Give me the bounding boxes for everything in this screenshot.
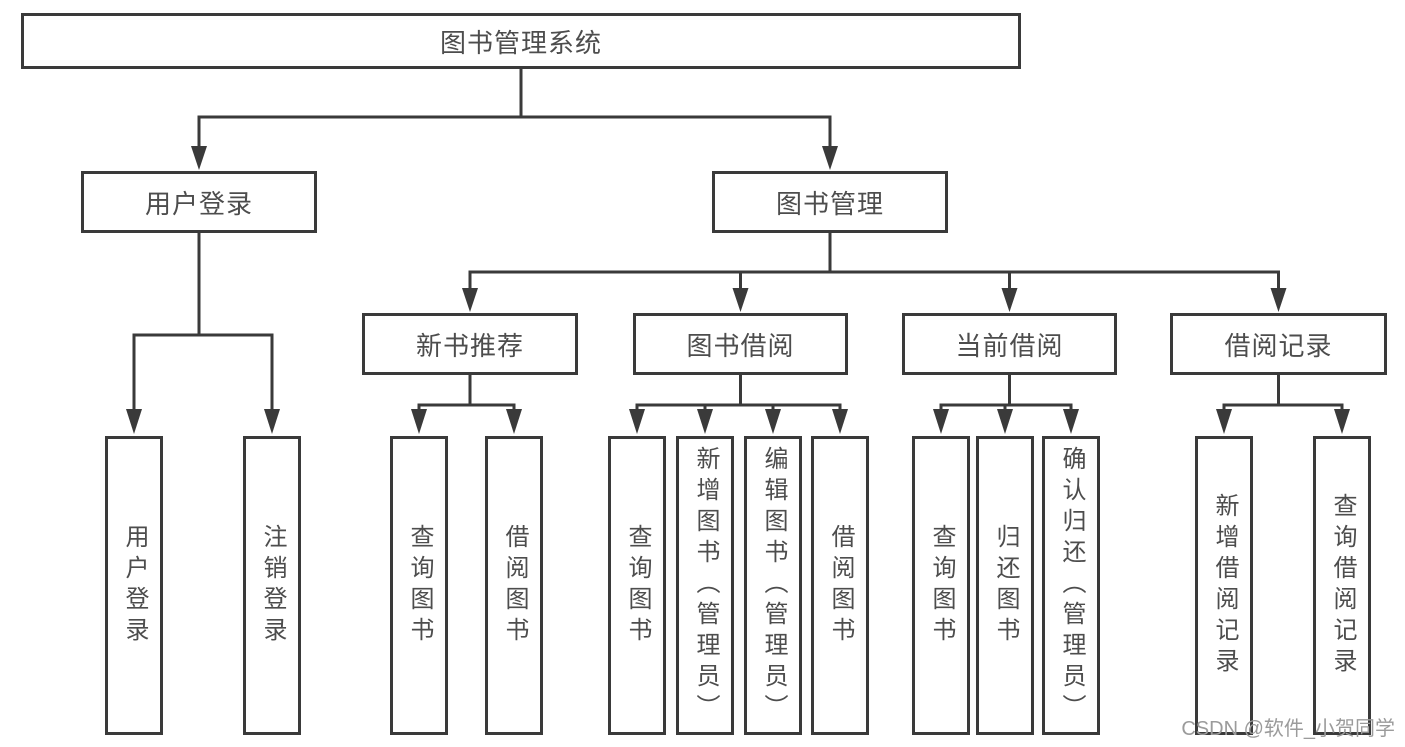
leaf-edit-books-admin-label: 编辑图书（管理员） [760,446,787,725]
arrowhead-leaf-query-record [1334,409,1350,434]
leaf-confirm-return-admin-label: 确认归还（管理员） [1058,446,1085,725]
leaf-add-books-admin: 新增图书（管理员） [676,436,734,735]
leaf-return-books-label: 归还图书 [992,523,1019,648]
arrowhead-book-borrow [732,288,749,312]
node-library-system: 图书管理系统 [21,13,1021,69]
leaf-add-borrow-record-label: 新增借阅记录 [1211,492,1238,679]
arrowhead-leaf-add-record [1216,409,1232,434]
arrowhead-leaf-add-book [697,409,713,434]
leaf-borrow-books-1: 借阅图书 [485,436,543,735]
leaf-query-borrow-record-label: 查询借阅记录 [1329,492,1356,679]
arrowhead-leaf-confirm-return [1063,409,1079,434]
node-book-borrowing: 图书借阅 [633,313,848,375]
leaf-query-books-2: 查询图书 [608,436,666,735]
arrowhead-leaf-query3 [933,409,949,434]
leaf-query-books-1-label: 查询图书 [406,523,433,648]
arrowhead-leaf-query1 [411,409,427,434]
leaf-query-borrow-record: 查询借阅记录 [1313,436,1371,735]
leaf-user-login-label: 用户登录 [121,523,148,648]
arrowhead-leaf-user-login [126,409,142,434]
leaf-confirm-return-admin: 确认归还（管理员） [1042,436,1100,735]
arrowhead-new-book [462,288,478,312]
node-user-login: 用户登录 [81,171,317,233]
leaf-logout-login-label: 注销登录 [259,523,286,648]
arrowhead-current-borrow [1001,288,1018,312]
arrowhead-leaf-logout [264,409,280,434]
leaf-user-login: 用户登录 [105,436,163,735]
leaf-query-books-1: 查询图书 [390,436,448,735]
leaf-add-borrow-record: 新增借阅记录 [1195,436,1253,735]
arrowhead-book-management [822,146,838,170]
leaf-borrow-books-2-label: 借阅图书 [827,523,854,648]
arrowhead-leaf-return [997,409,1013,434]
leaf-query-books-3: 查询图书 [912,436,970,735]
node-new-book-recommend: 新书推荐 [362,313,578,375]
arrowhead-leaf-borrow1 [506,409,522,434]
arrowhead-leaf-borrow2 [832,409,848,434]
arrowhead-borrow-records [1270,288,1287,312]
node-current-borrowing: 当前借阅 [902,313,1117,375]
csdn-watermark: CSDN @软件_小贺同学 [1181,718,1395,740]
arrowhead-leaf-query2 [629,409,645,434]
arrowhead-leaf-edit-book [765,409,781,434]
leaf-query-books-3-label: 查询图书 [928,523,955,648]
leaf-query-books-2-label: 查询图书 [624,523,651,648]
leaf-logout-login: 注销登录 [243,436,301,735]
leaf-return-books: 归还图书 [976,436,1034,735]
leaf-borrow-books-2: 借阅图书 [811,436,869,735]
node-book-management: 图书管理 [712,171,948,233]
leaf-add-books-admin-label: 新增图书（管理员） [692,446,719,725]
leaf-borrow-books-1-label: 借阅图书 [501,523,528,648]
node-borrowing-records: 借阅记录 [1170,313,1387,375]
leaf-edit-books-admin: 编辑图书（管理员） [744,436,802,735]
arrowhead-user-login [191,146,207,170]
